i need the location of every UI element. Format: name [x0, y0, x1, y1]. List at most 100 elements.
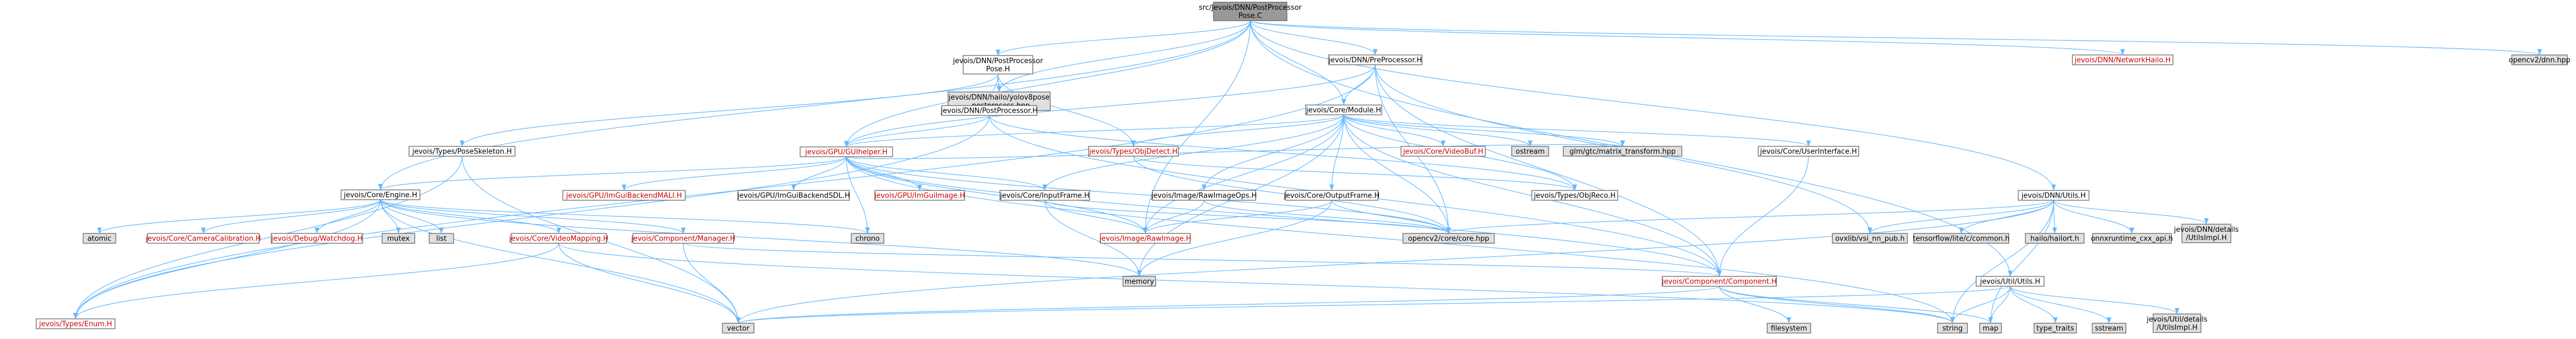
node-label: jevois/Core/VideoBuf.H [1402, 148, 1483, 156]
node-label: jevois/Component/Manager.H [631, 235, 735, 243]
dependency-edge [201, 199, 381, 234]
dependency-edge [1250, 20, 2125, 56]
dependency-edge [1137, 200, 1332, 277]
node-watchdog[interactable]: jevois/Debug/Watchdog.H [271, 233, 363, 244]
node-box [2018, 190, 2090, 201]
node-label: jevois/Image/RawImage.H [1099, 235, 1191, 243]
dependency-edge [736, 286, 2011, 324]
node-compmgr[interactable]: jevois/Component/Manager.H [631, 233, 735, 244]
dependency-edge [1343, 114, 1533, 147]
node-enum[interactable]: jevois/Types/Enum.H [35, 318, 116, 329]
node-ostream: ostream [1511, 146, 1549, 157]
node-label: memory [1125, 278, 1155, 286]
node-poseskel[interactable]: jevois/Types/PoseSkeleton.H [408, 146, 516, 157]
dependency-edge [1203, 200, 1451, 234]
dependency-edge [73, 199, 381, 319]
dependency-edge [73, 64, 1376, 319]
dependency-edge [1329, 114, 1344, 191]
node-label: sstream [2095, 325, 2123, 333]
dependency-edge [73, 115, 990, 319]
dependency-edge [1201, 114, 1344, 191]
dependency-edge [989, 115, 1577, 191]
dependency-edge [1343, 114, 1625, 147]
node-box [2511, 54, 2568, 65]
node-box [722, 323, 754, 334]
node-label: hailo/hailort.h [2030, 235, 2079, 243]
node-box [1152, 190, 1256, 201]
dependency-edge [1719, 286, 1993, 324]
node-label: /UtilsImpl.H [2186, 234, 2226, 242]
dependency-edge [459, 73, 999, 147]
node-guihelper[interactable]: jevois/GPU/GUIhelper.H [800, 146, 893, 157]
node-label: jevois/Util/Utils.H [1980, 278, 2041, 286]
dependency-edge [2010, 286, 2180, 315]
node-box [1088, 146, 1179, 157]
dependency-edge [380, 199, 870, 234]
node-box [999, 190, 1090, 201]
dependency-edge [846, 156, 1722, 277]
node-rawimageops[interactable]: jevois/Image/RawImageOps.H [1151, 190, 1257, 201]
node-dnnutils[interactable]: jevois/DNN/Utils.H [2018, 190, 2090, 201]
node-imguisdl[interactable]: jevois/GPU/ImGuiBackendSDL.H [737, 190, 850, 201]
node-outputframe[interactable]: jevois/Core/OutputFrame.H [1283, 190, 1380, 201]
node-nethailo[interactable]: jevois/DNN/NetworkHailo.H [2072, 54, 2174, 65]
node-label: jevois/DNN/PostProcessor [952, 57, 1043, 65]
node-chrono: chrono [851, 233, 884, 244]
node-opencvdnn: opencv2/dnn.hpp [2509, 54, 2571, 65]
dependency-edge [1250, 20, 2056, 191]
node-videomap[interactable]: jevois/Core/VideoMapping.H [509, 233, 609, 244]
node-box [851, 233, 884, 244]
node-rawimage[interactable]: jevois/Image/RawImage.H [1099, 233, 1192, 244]
node-component[interactable]: jevois/Component/Component.H [1661, 276, 1777, 287]
node-label: atomic [88, 235, 111, 243]
node-box [1531, 190, 1618, 201]
node-box [1832, 233, 1908, 244]
dependency-edge [997, 73, 1136, 147]
node-map: map [1979, 323, 2002, 334]
node-box [632, 233, 734, 244]
node-label: glm/gtc/matrix_transform.hpp [1569, 148, 1675, 156]
node-imguiimage[interactable]: jevois/GPU/ImGuiImage.H [874, 190, 965, 201]
dependency-edge [558, 243, 1955, 324]
dependency-edge [2053, 200, 2209, 225]
node-label: map [1983, 325, 1999, 333]
node-camcal[interactable]: jevois/Core/CameraCalibration.H [145, 233, 261, 244]
node-box [2092, 233, 2172, 244]
node-tflite: tensorflow/lite/c/common.h [1913, 233, 2010, 244]
node-box [1975, 276, 2045, 287]
node-string: string [1937, 323, 1968, 334]
node-label: tensorflow/lite/c/common.h [1913, 235, 2010, 243]
node-label: opencv2/core/core.hpp [1408, 235, 1489, 243]
node-box [941, 105, 1038, 116]
node-preproc[interactable]: jevois/DNN/PreProcessor.H [1328, 54, 1423, 65]
node-imguimali[interactable]: jevois/GPU/ImGuiBackendMALI.H [562, 190, 686, 201]
node-glm: glm/gtc/matrix_transform.hpp [1563, 146, 1682, 157]
node-module[interactable]: jevois/Core/Module.H [1305, 104, 1382, 115]
node-objdetect[interactable]: jevois/Types/ObjDetect.H [1088, 146, 1179, 157]
node-label: filesystem [1771, 325, 1807, 333]
node-box [1662, 276, 1777, 287]
node-box [147, 233, 260, 244]
dependency-edge [846, 140, 1625, 159]
node-box [1213, 2, 1288, 21]
node-label: jevois/Core/Engine.H [344, 192, 417, 200]
node-box [1511, 146, 1549, 157]
node-dnndetails: jevois/DNN/details/UtilsImpl.H [2173, 224, 2239, 243]
node-inputframe[interactable]: jevois/Core/InputFrame.H [999, 190, 1090, 201]
dependency-edge [846, 156, 870, 234]
node-engine[interactable]: jevois/Core/Engine.H [340, 189, 421, 200]
node-objreco[interactable]: jevois/Types/ObjReco.H [1531, 190, 1618, 201]
node-label: list [436, 235, 446, 243]
node-label: jevois/Debug/Watchdog.H [271, 235, 363, 243]
node-userif[interactable]: jevois/Core/UserInterface.H [1757, 146, 1860, 157]
dependency-edge [1719, 286, 1955, 324]
node-videobuf[interactable]: jevois/Core/VideoBuf.H [1400, 146, 1486, 157]
node-utilutils[interactable]: jevois/Util/Utils.H [1975, 276, 2045, 287]
dependency-edge [314, 199, 381, 234]
node-postproc[interactable]: jevois/DNN/PostProcessor.H [940, 105, 1038, 116]
dependency-edge [73, 156, 463, 319]
node-label: jevois/DNN/details [2173, 226, 2238, 234]
